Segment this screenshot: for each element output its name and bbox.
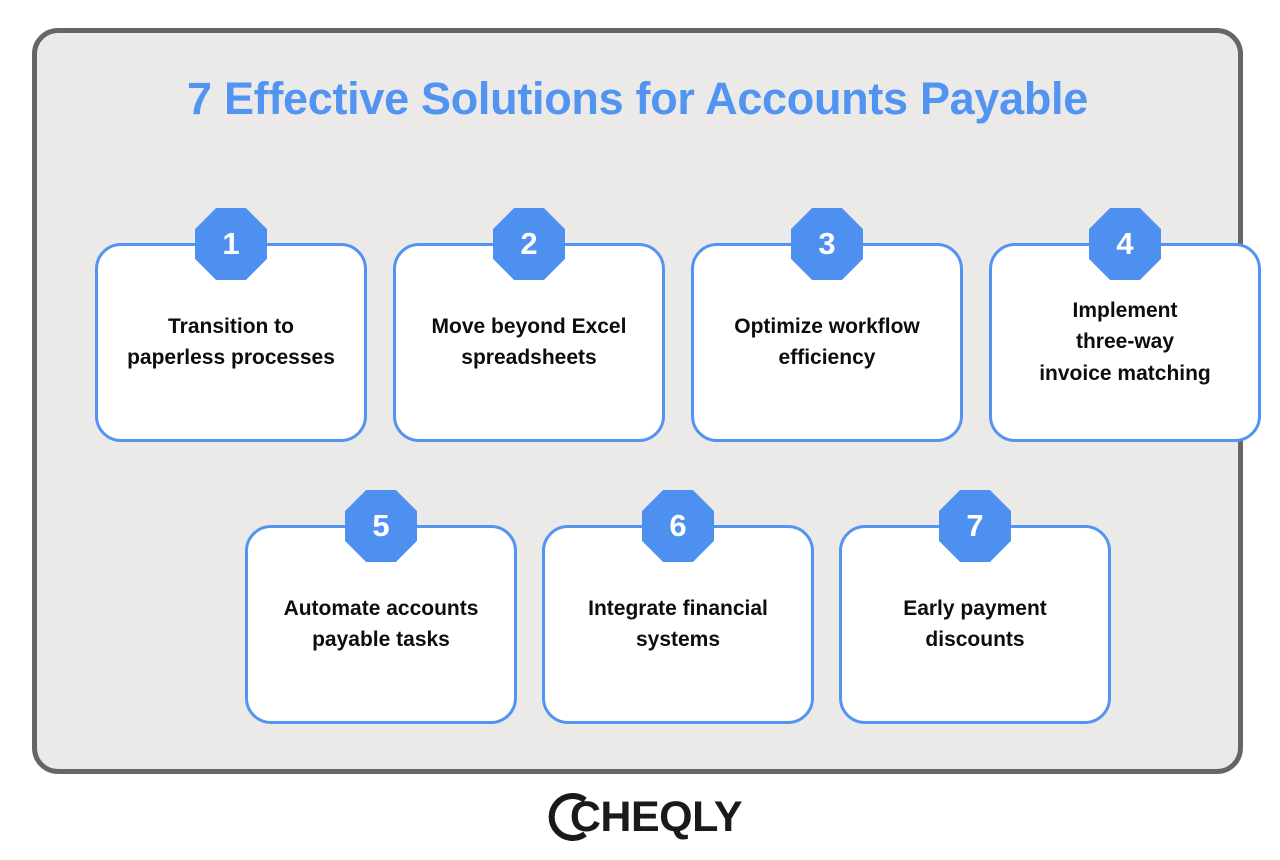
octagon-badge-icon-1: 1 <box>195 208 267 280</box>
octagon-badge-icon-4: 4 <box>1089 208 1161 280</box>
solution-label-3: Optimize workflow efficiency <box>734 314 920 370</box>
solution-label-6: Integrate financial systems <box>588 596 768 652</box>
badge-number-6: 6 <box>669 507 687 543</box>
solution-card-5[interactable]: 5 Automate accounts payable tasks <box>245 490 517 724</box>
solution-card-7[interactable]: 7 Early payment discounts <box>839 490 1111 724</box>
solution-card-2[interactable]: 2 Move beyond Excel spreadsheets <box>393 208 665 442</box>
solution-card-3[interactable]: 3 Optimize workflow efficiency <box>691 208 963 442</box>
octagon-badge-icon-3: 3 <box>791 208 863 280</box>
badge-number-1: 1 <box>222 225 240 261</box>
octagon-badge-icon-5: 5 <box>345 490 417 562</box>
solution-label-5: Automate accounts payable tasks <box>283 596 479 652</box>
badge-number-7: 7 <box>966 507 984 543</box>
badge-number-2: 2 <box>520 225 538 261</box>
brand-logo-text: CHEQLY <box>569 792 743 841</box>
page-title: 7 Effective Solutions for Accounts Payab… <box>187 73 1088 124</box>
badge-number-4: 4 <box>1116 225 1134 261</box>
solution-card-4[interactable]: 4 Implement three-way invoice matching <box>989 208 1261 442</box>
octagon-badge-icon-2: 2 <box>493 208 565 280</box>
badge-number-5: 5 <box>372 507 390 543</box>
solution-label-4: Implement three-way invoice matching <box>1039 298 1211 386</box>
solution-card-6[interactable]: 6 Integrate financial systems <box>542 490 814 724</box>
cheqly-c-ring-icon <box>548 793 587 841</box>
octagon-badge-icon-6: 6 <box>642 490 714 562</box>
octagon-badge-icon-7: 7 <box>939 490 1011 562</box>
solution-label-1: Transition to paperless processes <box>127 314 335 370</box>
solution-card-1[interactable]: 1 Transition to paperless processes <box>95 208 367 442</box>
solution-label-7: Early payment discounts <box>903 596 1047 652</box>
content-panel: 7 Effective Solutions for Accounts Payab… <box>32 28 1261 774</box>
solution-label-2: Move beyond Excel spreadsheets <box>431 314 627 370</box>
badge-number-3: 3 <box>818 225 836 261</box>
brand-logo: CHEQLY <box>0 786 1280 848</box>
